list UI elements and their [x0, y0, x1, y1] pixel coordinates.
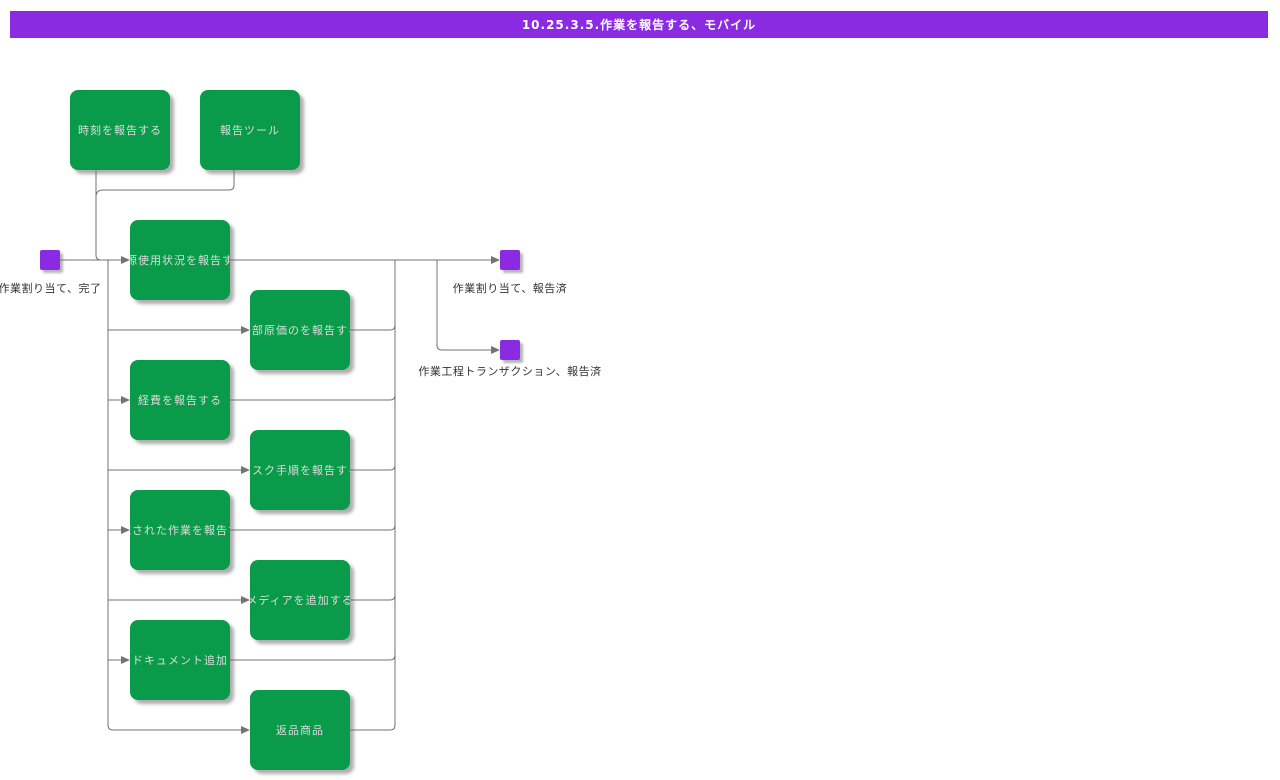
event-label-assignment-reported: 作業割り当て、報告済	[452, 282, 568, 295]
edge-media-out	[350, 594, 396, 601]
arrow-icon	[241, 726, 250, 734]
edge-expenses-out	[230, 394, 396, 401]
activity-label: メディアを追加する	[250, 594, 350, 607]
activity-label: 実施された作業を報告する	[130, 524, 230, 537]
event-label-process-transaction-reported: 作業工程トランザクション、報告済	[418, 365, 602, 378]
event-assignment-reported-marker[interactable]	[500, 250, 520, 270]
activity-return-goods[interactable]: 返品商品	[250, 690, 350, 770]
activity-report-tool[interactable]: 報告ツール	[200, 90, 300, 170]
activity-label: 返品商品	[276, 724, 324, 737]
edge-extcost-out	[350, 324, 396, 331]
activity-report-time[interactable]: 時刻を報告する	[70, 90, 170, 170]
activity-label: 時刻を報告する	[78, 124, 162, 137]
activity-report-expenses[interactable]: 経費を報告する	[130, 360, 230, 440]
event-assignment-complete-marker[interactable]	[40, 250, 60, 270]
activity-label: 報告ツール	[220, 124, 280, 137]
edge-document-out	[230, 654, 396, 661]
activity-add-document[interactable]: ドキュメント追加	[130, 620, 230, 700]
activity-label: 外部原価のを報告する	[250, 324, 350, 337]
arrow-icon	[121, 256, 130, 264]
arrow-icon	[121, 656, 130, 664]
arrow-icon	[121, 396, 130, 404]
activity-label: 資源使用状況を報告する	[130, 254, 230, 267]
arrow-icon	[241, 326, 250, 334]
activity-add-media[interactable]: メディアを追加する	[250, 560, 350, 640]
activity-report-performed-work[interactable]: 実施された作業を報告する	[130, 490, 230, 570]
edge-left-trunk	[107, 260, 242, 731]
diagram-title: 10.25.3.5.作業を報告する、モバイル	[521, 18, 757, 32]
arrow-icon	[491, 346, 500, 354]
diagram-title-bar: 10.25.3.5.作業を報告する、モバイル	[10, 11, 1268, 38]
arrow-icon	[241, 596, 250, 604]
activity-report-task-steps[interactable]: タスク手順を報告する	[250, 430, 350, 510]
edge-tasksteps-out	[350, 464, 396, 471]
edge-performed-out	[230, 524, 396, 531]
edge-branch-transaction	[436, 260, 492, 351]
edge-right-trunk	[350, 260, 396, 731]
event-process-transaction-reported-marker[interactable]	[500, 340, 520, 360]
arrow-icon	[241, 466, 250, 474]
edge-report-time-to-flow	[95, 170, 102, 261]
activity-label: ドキュメント追加	[132, 654, 228, 667]
activity-label: 経費を報告する	[138, 394, 222, 407]
arrow-icon	[121, 526, 130, 534]
activity-report-external-cost[interactable]: 外部原価のを報告する	[250, 290, 350, 370]
edge-report-tool-to-flow	[95, 170, 235, 198]
arrowheads	[121, 256, 500, 734]
activity-label: タスク手順を報告する	[250, 464, 350, 477]
event-label-assignment-complete: 作業割り当て、完了	[0, 282, 102, 295]
activity-report-resource-usage[interactable]: 資源使用状況を報告する	[130, 220, 230, 300]
arrow-icon	[491, 256, 500, 264]
